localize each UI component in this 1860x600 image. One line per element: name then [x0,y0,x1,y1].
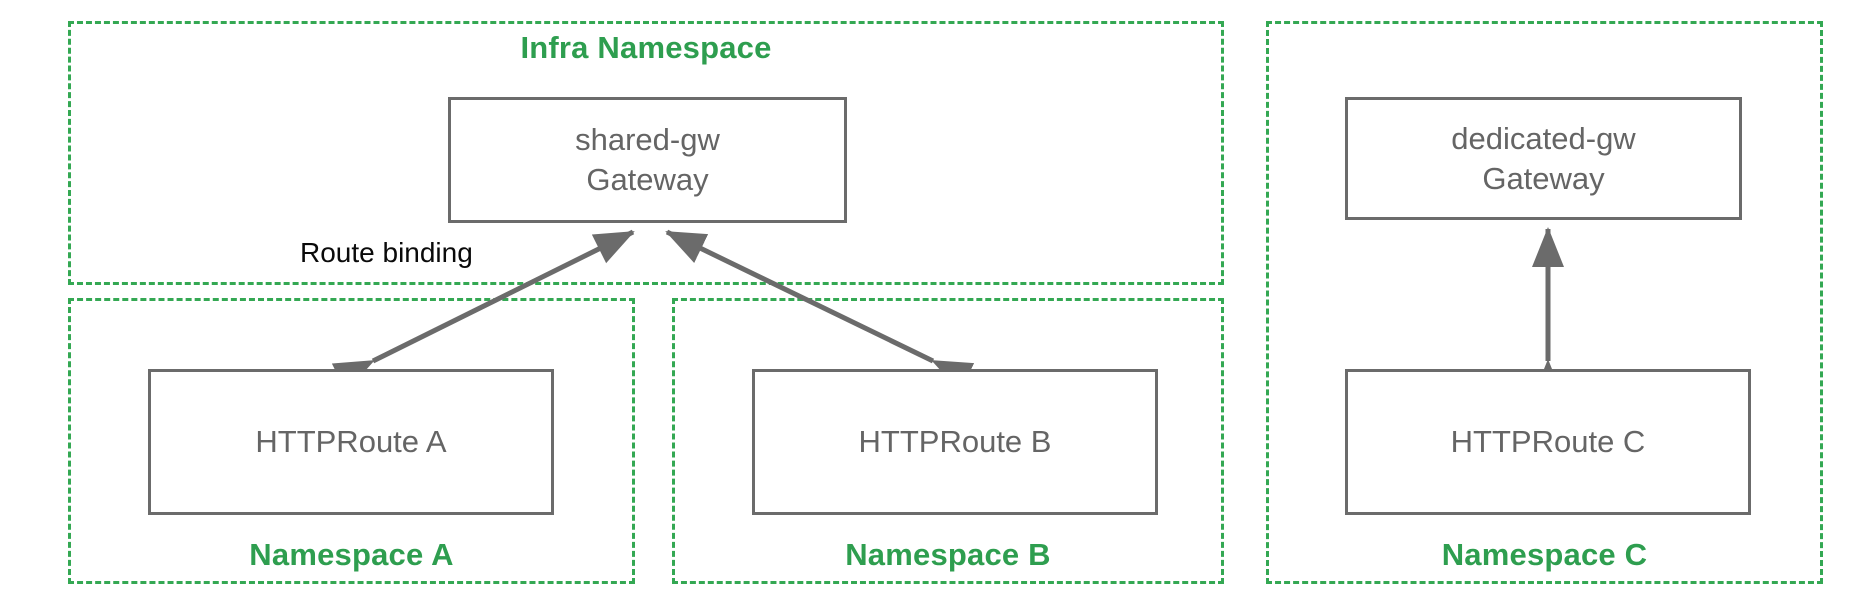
node-shared-gw-kind: Gateway [586,162,709,197]
node-httproute-c-title: HTTPRoute C [1450,424,1646,460]
namespace-label-b: Namespace B [845,537,1051,572]
node-httproute-c[interactable]: HTTPRoute C [1345,369,1751,515]
namespace-container-infra [68,21,1224,285]
node-dedicated-gw-title: dedicated-gw [1451,120,1636,156]
node-httproute-b-title: HTTPRoute B [858,424,1052,460]
edge-label-route-binding: Route binding [296,237,477,269]
namespace-container-c [1266,21,1823,584]
namespace-label-c: Namespace C [1441,537,1648,572]
node-httproute-b[interactable]: HTTPRoute B [752,369,1158,515]
node-shared-gw-title: shared-gw [575,122,720,158]
node-dedicated-gw[interactable]: dedicated-gw Gateway [1345,97,1742,220]
node-dedicated-gw-kind: Gateway [1482,160,1605,196]
node-httproute-a-title: HTTPRoute A [255,424,447,460]
node-httproute-a[interactable]: HTTPRoute A [148,369,554,515]
namespace-label-infra: Infra Namespace [520,30,772,65]
namespace-label-a: Namespace A [249,537,454,572]
node-shared-gw[interactable]: shared-gw Gateway [448,97,847,223]
